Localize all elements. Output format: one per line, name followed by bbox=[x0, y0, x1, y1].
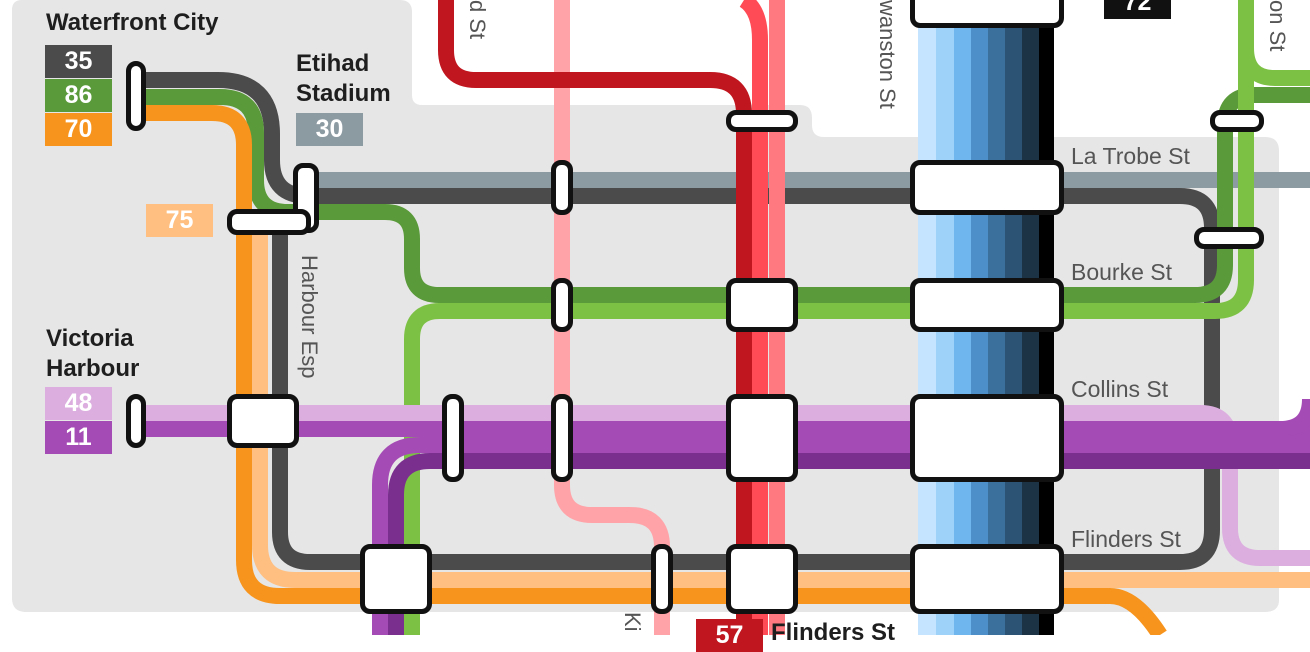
stop-waterfront-city[interactable] bbox=[126, 61, 146, 131]
route-70-badge[interactable]: 70 bbox=[45, 113, 112, 146]
route-109-line bbox=[388, 453, 1310, 635]
stop-swanston-collins[interactable] bbox=[910, 394, 1064, 482]
stop-harbour-esp-collins[interactable] bbox=[227, 394, 299, 448]
street-bourke: Bourke St bbox=[1071, 259, 1172, 285]
stop-william-flinders[interactable] bbox=[726, 544, 798, 614]
route-70-line bbox=[135, 105, 1167, 635]
route-57-line bbox=[438, 0, 752, 635]
place-etihad-stadium-2: Stadium bbox=[296, 80, 391, 107]
stop-william-north[interactable] bbox=[726, 110, 798, 132]
street-king: Ki bbox=[620, 612, 645, 632]
route-58-line bbox=[739, 0, 768, 635]
route-72-badge[interactable]: 72 bbox=[1104, 0, 1171, 19]
stop-swanston-latrobe[interactable] bbox=[910, 160, 1064, 215]
stop-william-bourke[interactable] bbox=[726, 278, 798, 332]
stop-elizabeth-bourke[interactable] bbox=[551, 278, 573, 332]
stop-victoria-harbour[interactable] bbox=[126, 394, 146, 448]
route-19-line bbox=[554, 0, 670, 635]
stop-collins-west[interactable] bbox=[442, 394, 464, 482]
route-75-line bbox=[252, 222, 1310, 588]
stop-elizabeth-latrobe[interactable] bbox=[551, 160, 573, 215]
place-etihad-stadium-1: Etihad bbox=[296, 50, 370, 77]
stop-spring-latrobe[interactable] bbox=[1194, 227, 1264, 249]
route-48-badge[interactable]: 48 bbox=[45, 387, 112, 420]
route-35-badge[interactable]: 35 bbox=[45, 45, 112, 78]
stop-king-flinders[interactable] bbox=[651, 544, 673, 614]
place-flinders-station: Flinders St bbox=[771, 619, 896, 646]
street-spring: on St bbox=[1265, 0, 1290, 52]
stop-spring-north[interactable] bbox=[1210, 110, 1264, 132]
street-collins: Collins St bbox=[1071, 376, 1169, 402]
stop-swanston-bourke[interactable] bbox=[910, 278, 1064, 332]
place-waterfront-city: Waterfront City bbox=[46, 9, 219, 36]
stop-swanston-flinders[interactable] bbox=[910, 544, 1064, 614]
place-victoria-harbour-2: Harbour bbox=[46, 355, 140, 382]
stop-william-collins[interactable] bbox=[726, 394, 798, 482]
route-35-line bbox=[135, 72, 1220, 570]
stop-elizabeth-collins[interactable] bbox=[551, 394, 573, 482]
route-11-branch bbox=[372, 437, 1310, 635]
stop-etihad-horizontal[interactable] bbox=[227, 209, 311, 235]
route-75-badge[interactable]: 75 bbox=[146, 204, 213, 237]
street-flinders: Flinders St bbox=[1071, 526, 1181, 552]
place-victoria-harbour-1: Victoria bbox=[46, 325, 134, 352]
street-elizabeth: d St bbox=[465, 0, 490, 40]
route-57-badge[interactable]: 57 bbox=[696, 619, 763, 652]
route-11-badge[interactable]: 11 bbox=[45, 421, 112, 454]
route-30-badge[interactable]: 30 bbox=[296, 113, 363, 146]
route-48-line bbox=[135, 405, 1310, 566]
street-harbour-esp: Harbour Esp bbox=[297, 255, 322, 379]
route-86-line bbox=[135, 87, 1310, 303]
stop-swanston-north[interactable] bbox=[910, 0, 1064, 28]
street-la-trobe: La Trobe St bbox=[1071, 143, 1190, 169]
route-86-badge[interactable]: 86 bbox=[45, 79, 112, 112]
street-swanston: wanston St bbox=[875, 0, 900, 109]
stop-flinders-west[interactable] bbox=[360, 544, 432, 614]
